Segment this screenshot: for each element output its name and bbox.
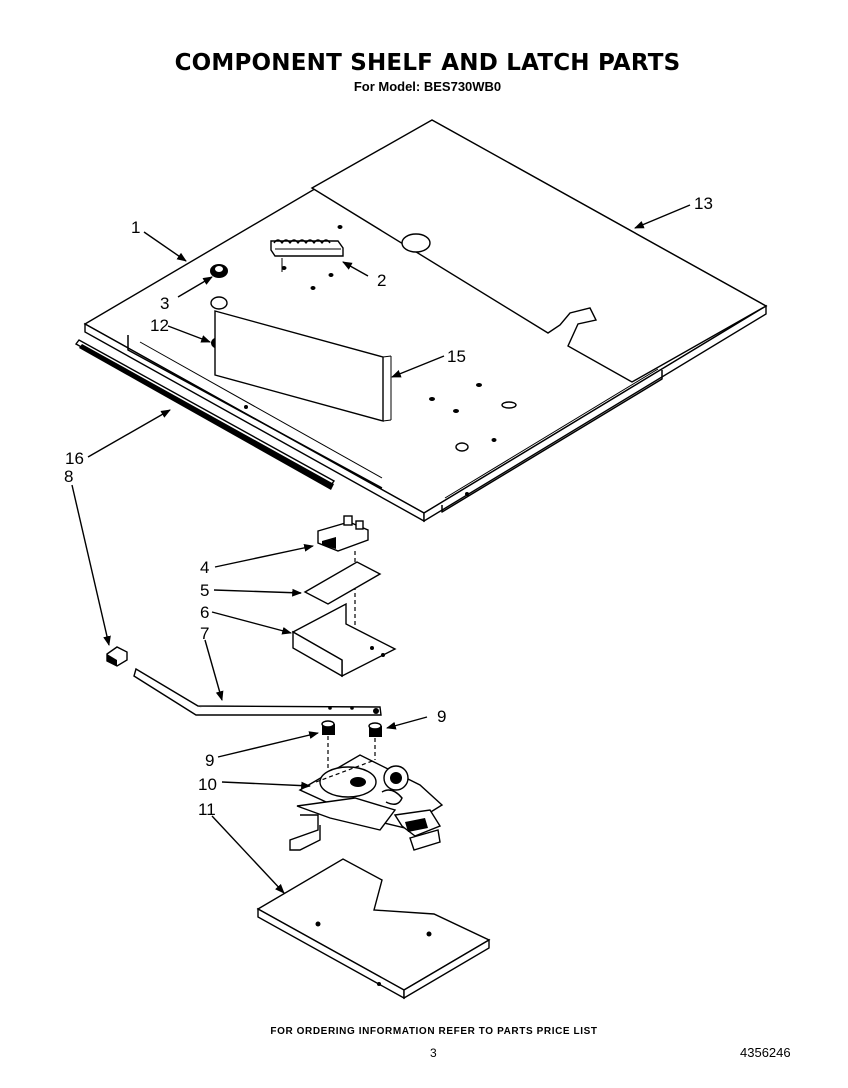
switch-bracket-part-6 — [291, 602, 397, 678]
callout-9-left: 9 — [205, 751, 214, 770]
grommet-part-3 — [210, 264, 228, 278]
spacer-part-9-right — [368, 722, 382, 760]
callout-4: 4 — [200, 558, 209, 577]
bottom-cover-part-11 — [256, 858, 491, 1000]
cover-plate-part-13 — [310, 119, 768, 383]
document-number: 4356246 — [740, 1045, 791, 1060]
callout-labels: 1 2 3 4 5 6 7 8 9 9 10 11 12 13 15 16 — [64, 194, 713, 819]
callout-9-right: 9 — [437, 707, 446, 726]
page-title: COMPONENT SHELF AND LATCH PARTS — [174, 50, 681, 76]
latch-knob-part-8 — [106, 646, 128, 667]
callout-6: 6 — [200, 603, 209, 622]
callout-8: 8 — [64, 467, 73, 486]
model-subtitle: For Model: BES730WB0 — [353, 79, 502, 94]
callout-5: 5 — [200, 581, 209, 600]
callout-11: 11 — [198, 800, 216, 819]
callout-3: 3 — [160, 294, 169, 313]
page-number: 3 — [430, 1046, 437, 1060]
callout-12: 12 — [150, 316, 169, 335]
callout-7: 7 — [200, 624, 209, 643]
spacer-part-9-left — [321, 720, 335, 770]
callout-2: 2 — [377, 271, 386, 290]
latch-assembly-part-10 — [289, 754, 444, 851]
leader-lines — [71, 204, 691, 894]
callout-1: 1 — [131, 218, 140, 237]
latch-switch-part-4 — [317, 515, 369, 640]
latch-link-part-7 — [133, 667, 382, 716]
callout-10: 10 — [198, 775, 217, 794]
callout-13: 13 — [694, 194, 713, 213]
trim-strip-part-16 — [74, 339, 336, 490]
insulator-part-5 — [303, 561, 382, 605]
terminal-block-part-2 — [270, 239, 344, 272]
callout-15: 15 — [447, 347, 466, 366]
callout-16: 16 — [65, 449, 84, 468]
ordering-note: FOR ORDERING INFORMATION REFER TO PARTS … — [270, 1026, 598, 1037]
shield-bracket-part-15 — [214, 310, 392, 422]
